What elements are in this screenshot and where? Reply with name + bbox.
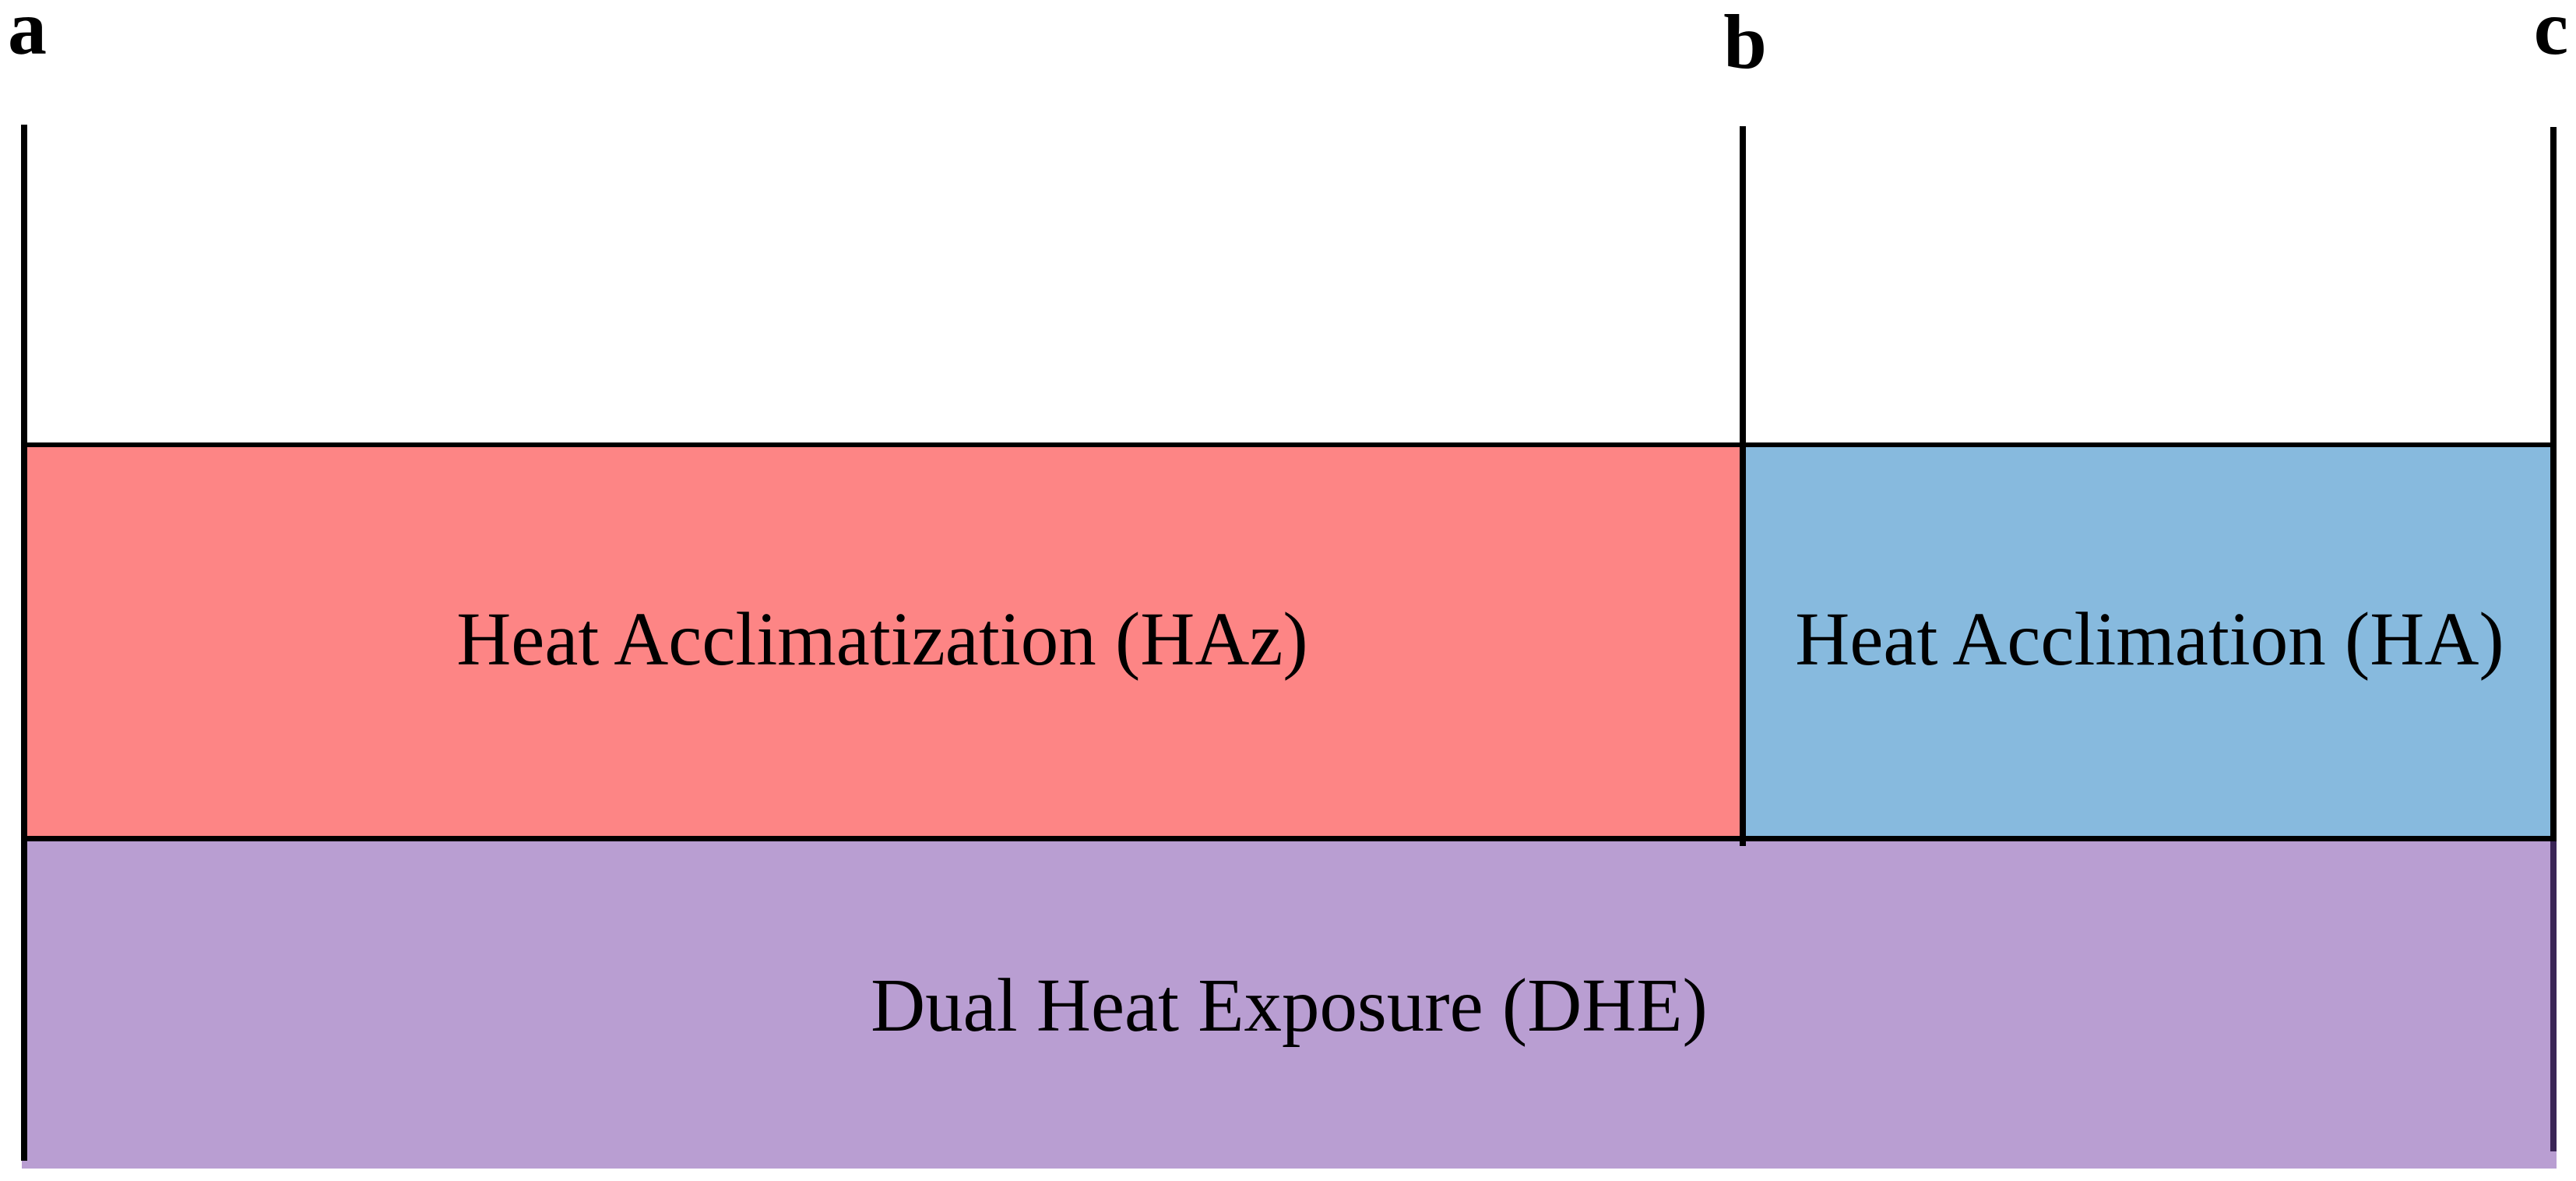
ha-band-label: Heat Acclimation (HA): [1795, 598, 2504, 681]
panel-label-a: a: [8, 0, 47, 71]
ha-band: Heat Acclimation (HA): [1743, 442, 2557, 836]
panel-label-b: b: [1723, 0, 1767, 85]
panel-c-vertical-line: [2550, 127, 2557, 841]
dhe-band: Dual Heat Exposure (DHE): [22, 841, 2557, 1169]
bands-middle-border-line: [22, 836, 2557, 841]
bands-top-border-line: [22, 442, 2557, 447]
haz-band-label: Heat Acclimatization (HAz): [456, 598, 1308, 681]
dhe-band-right-border: [2550, 841, 2557, 1151]
panel-b-vertical-line: [1740, 126, 1746, 846]
dhe-band-label: Dual Heat Exposure (DHE): [871, 963, 1708, 1047]
panel-label-c: c: [2533, 0, 2569, 71]
panel-a-vertical-line: [21, 125, 27, 1161]
haz-band: Heat Acclimatization (HAz): [22, 442, 1743, 836]
